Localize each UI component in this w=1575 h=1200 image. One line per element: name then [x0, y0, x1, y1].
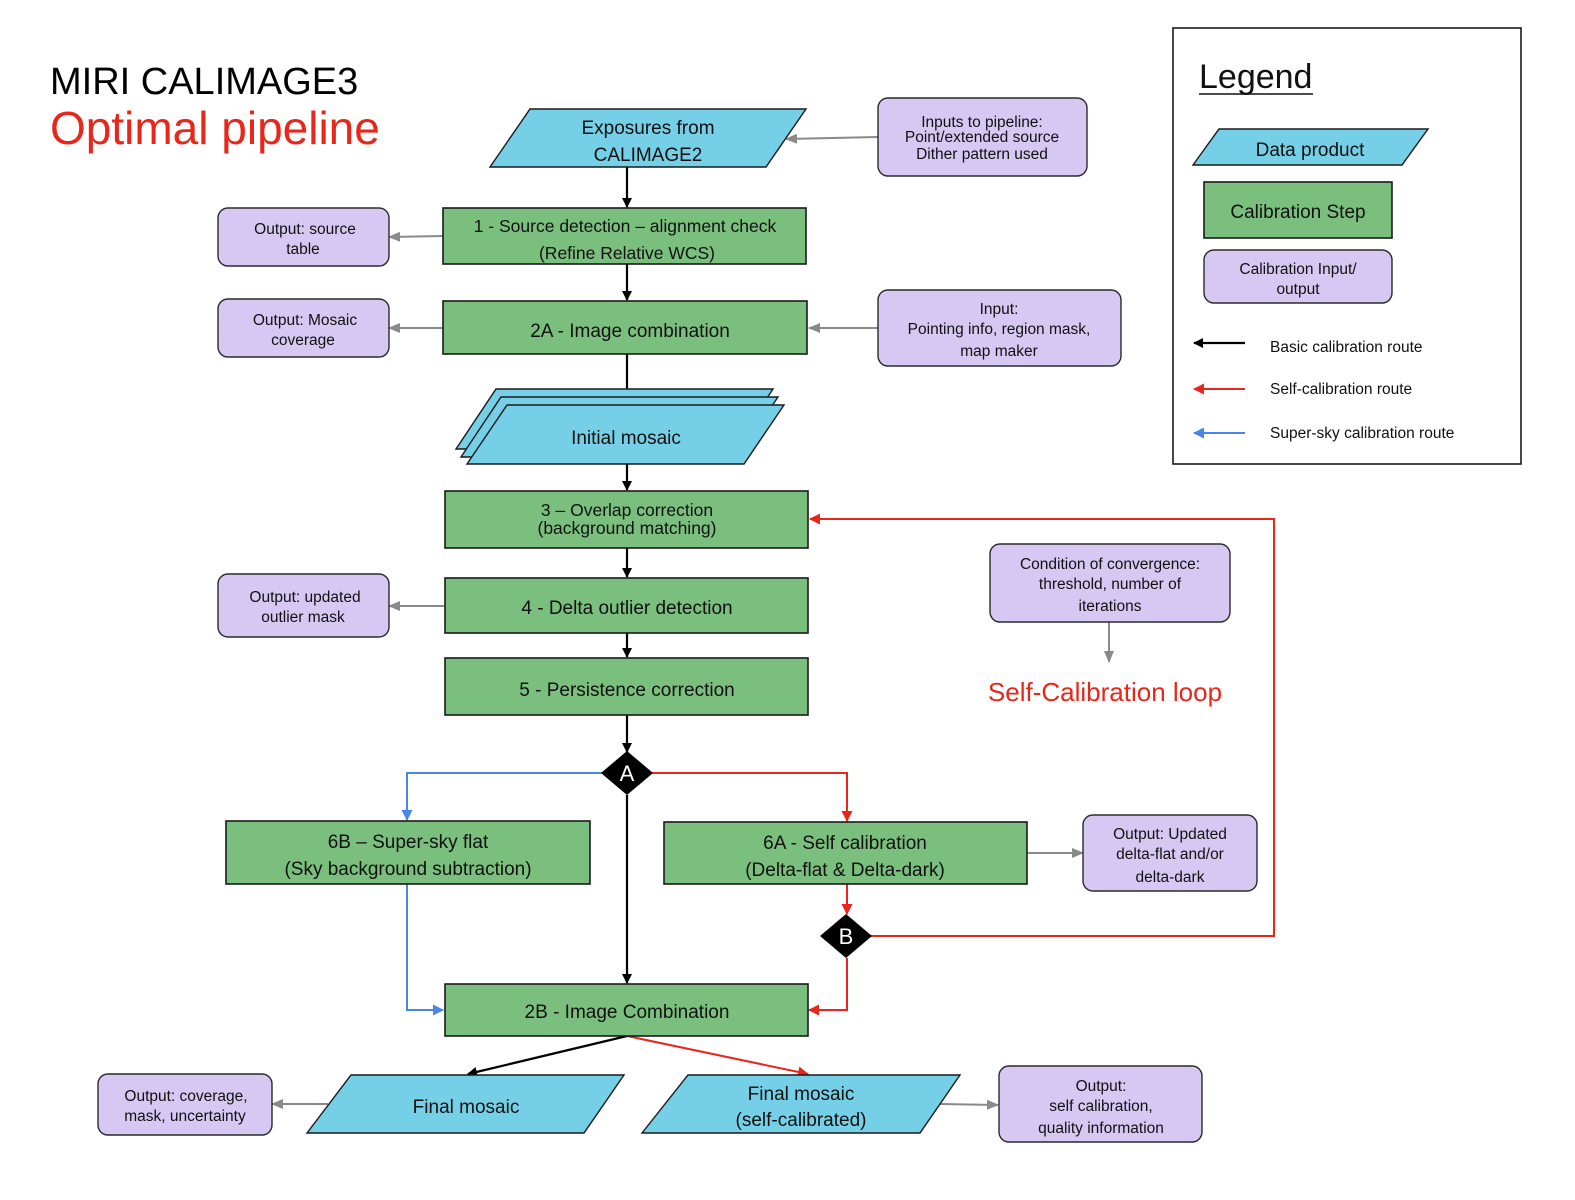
legend-route-self: Self-calibration route	[1193, 381, 1412, 398]
svg-text:(self-calibrated): (self-calibrated)	[736, 1110, 867, 1131]
svg-text:Inputs to pipeline:: Inputs to pipeline:	[921, 114, 1043, 131]
arrow-step6b-to-step2b	[406, 884, 444, 1016]
legend: Legend Data product Calibration Step Cal…	[1172, 27, 1522, 465]
io-input-pointing: Input: Pointing info, region mask, map m…	[877, 289, 1122, 367]
svg-text:Calibration Step: Calibration Step	[1230, 202, 1365, 223]
step-1-source-detection: 1 - Source detection – alignment check (…	[442, 207, 807, 265]
legend-route-basic: Basic calibration route	[1193, 338, 1423, 356]
svg-text:B: B	[839, 924, 854, 949]
legend-title: Legend	[1199, 58, 1312, 96]
svg-text:Output: source: Output: source	[254, 221, 356, 238]
svg-text:Output: updated: Output: updated	[249, 589, 360, 606]
step-6a-self-calibration: 6A - Self calibration (Delta-flat & Delt…	[663, 821, 1028, 885]
svg-text:Exposures from: Exposures from	[581, 118, 714, 139]
svg-text:6B – Super-sky flat: 6B – Super-sky flat	[328, 832, 489, 853]
io-output-selfcal-quality: Output: self calibration, quality inform…	[998, 1065, 1203, 1143]
decision-a: A	[601, 751, 653, 795]
svg-text:mask, uncertainty: mask, uncertainty	[124, 1108, 246, 1125]
svg-text:(background matching): (background matching)	[538, 518, 717, 538]
io-output-outlier-mask: Output: updated outlier mask	[217, 573, 390, 638]
svg-text:self calibration,: self calibration,	[1049, 1098, 1152, 1115]
svg-text:4 - Delta outlier detection: 4 - Delta outlier detection	[521, 598, 732, 619]
svg-text:Output: Updated: Output: Updated	[1113, 826, 1227, 843]
step-5-persistence-correction: 5 - Persistence correction	[444, 657, 809, 716]
svg-text:coverage: coverage	[271, 332, 335, 349]
svg-text:Self-calibration route: Self-calibration route	[1270, 381, 1412, 398]
svg-text:3 – Overlap correction: 3 – Overlap correction	[541, 500, 713, 520]
step-2a-image-combination: 2A - Image combination	[442, 300, 808, 355]
data-product-final-mosaic-selfcal: Final mosaic (self-calibrated)	[640, 1074, 962, 1134]
svg-text:2A - Image combination: 2A - Image combination	[530, 321, 730, 342]
arrow-decision-b-to-step2b	[808, 958, 848, 1016]
svg-text:Output:: Output:	[1076, 1078, 1127, 1095]
legend-calibration-step: Calibration Step	[1203, 181, 1393, 239]
step-4-delta-outlier-detection: 4 - Delta outlier detection	[444, 577, 809, 634]
arrow-step1-to-source-table	[388, 231, 444, 242]
svg-text:5 - Persistence correction: 5 - Persistence correction	[519, 680, 734, 701]
svg-text:2B - Image Combination: 2B - Image Combination	[525, 1002, 730, 1023]
io-inputs-to-pipeline: Inputs to pipeline: Point/extended sourc…	[877, 97, 1088, 177]
arrow-inputs-to-exposures	[785, 133, 879, 144]
svg-text:(Refine Relative WCS): (Refine Relative WCS)	[539, 243, 715, 263]
arrow-final-selfcal-to-output	[939, 1099, 999, 1110]
svg-text:1 - Source detection – alignme: 1 - Source detection – alignment check	[474, 216, 777, 236]
arrow-step2b-to-final-selfcal	[626, 1035, 809, 1078]
step-6b-super-sky-flat: 6B – Super-sky flat (Sky background subt…	[225, 820, 591, 885]
svg-text:Data product: Data product	[1256, 140, 1366, 161]
data-product-exposures: Exposures from CALIMAGE2	[488, 108, 808, 168]
diagram-title: MIRI CALIMAGE3	[50, 61, 358, 103]
svg-text:Condition of convergence:: Condition of convergence:	[1020, 556, 1200, 573]
svg-text:Final mosaic: Final mosaic	[748, 1084, 855, 1105]
svg-text:Basic calibration route: Basic calibration route	[1270, 339, 1423, 356]
svg-text:Input:: Input:	[980, 301, 1019, 318]
svg-text:Output: coverage,: Output: coverage,	[124, 1088, 247, 1105]
svg-text:Final mosaic: Final mosaic	[413, 1097, 520, 1118]
svg-text:Dither pattern used: Dither pattern used	[916, 146, 1048, 163]
legend-route-supersky: Super-sky calibration route	[1193, 425, 1454, 442]
svg-text:delta-dark: delta-dark	[1136, 869, 1205, 886]
step-3-overlap-correction: 3 – Overlap correction (background match…	[444, 490, 809, 549]
svg-text:Super-sky calibration route: Super-sky calibration route	[1270, 425, 1454, 442]
svg-text:iterations: iterations	[1079, 598, 1142, 615]
io-output-coverage-mask: Output: coverage, mask, uncertainty	[97, 1073, 273, 1136]
arrow-decision-a-to-step6b	[401, 772, 604, 821]
arrow-self-calibration-loop	[809, 513, 1275, 937]
svg-text:CALIMAGE2: CALIMAGE2	[594, 145, 703, 166]
svg-text:output: output	[1276, 281, 1320, 298]
svg-text:delta-flat and/or: delta-flat and/or	[1116, 846, 1224, 863]
svg-text:outlier mask: outlier mask	[261, 609, 345, 626]
svg-text:(Sky background subtraction): (Sky background subtraction)	[284, 859, 531, 880]
svg-text:A: A	[620, 761, 635, 786]
svg-text:Output: Mosaic: Output: Mosaic	[253, 312, 357, 329]
svg-text:6A - Self calibration: 6A - Self calibration	[763, 833, 927, 854]
diagram-subtitle: Optimal pipeline	[50, 102, 380, 154]
svg-text:threshold, number of: threshold, number of	[1039, 576, 1182, 593]
arrow-decision-a-to-step6a	[650, 772, 853, 822]
legend-calibration-io: Calibration Input/ output	[1203, 249, 1393, 304]
io-output-mosaic-coverage: Output: Mosaic coverage	[217, 298, 390, 358]
svg-text:(Delta-flat & Delta-dark): (Delta-flat & Delta-dark)	[745, 860, 945, 881]
data-product-initial-mosaic: Initial mosaic	[454, 388, 786, 465]
decision-b: B	[820, 914, 872, 958]
legend-data-product: Data product	[1191, 128, 1430, 166]
svg-text:table: table	[286, 241, 320, 258]
svg-text:Initial mosaic: Initial mosaic	[571, 428, 681, 449]
io-output-deltaflat: Output: Updated delta-flat and/or delta-…	[1082, 814, 1258, 892]
svg-text:Calibration Input/: Calibration Input/	[1239, 261, 1357, 278]
step-2b-image-combination: 2B - Image Combination	[444, 983, 809, 1037]
io-condition-of-convergence: Condition of convergence: threshold, num…	[989, 543, 1231, 623]
io-output-source-table: Output: source table	[217, 207, 390, 267]
svg-text:Pointing info, region mask,: Pointing info, region mask,	[908, 321, 1091, 338]
arrow-step2b-to-final-mosaic	[467, 1034, 628, 1077]
svg-text:Point/extended source: Point/extended source	[905, 129, 1059, 146]
svg-text:map maker: map maker	[960, 343, 1038, 360]
self-calibration-loop-label: Self-Calibration loop	[988, 677, 1222, 707]
svg-text:quality information: quality information	[1038, 1120, 1164, 1137]
data-product-final-mosaic: Final mosaic	[305, 1074, 626, 1134]
